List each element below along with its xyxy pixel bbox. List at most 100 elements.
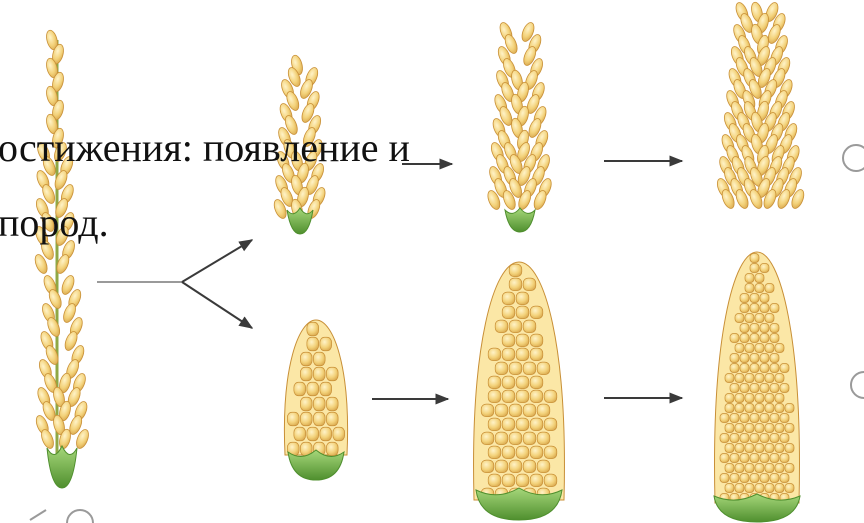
kernel bbox=[750, 304, 759, 313]
kernel bbox=[720, 454, 729, 463]
kernel bbox=[495, 404, 508, 417]
lower-small-cob bbox=[284, 320, 347, 480]
kernel bbox=[481, 432, 494, 445]
kernel bbox=[760, 324, 769, 333]
kernel bbox=[750, 294, 759, 303]
kernel bbox=[313, 352, 325, 366]
upper-middle-ear bbox=[485, 21, 553, 232]
kernel bbox=[775, 444, 784, 453]
kernel bbox=[516, 334, 529, 347]
kernel bbox=[750, 324, 759, 333]
kernel bbox=[740, 294, 749, 303]
kernel bbox=[530, 334, 543, 347]
kernel bbox=[740, 384, 749, 393]
kernel bbox=[765, 314, 774, 323]
kernel bbox=[770, 304, 779, 313]
kernel bbox=[523, 432, 536, 445]
kernel bbox=[488, 390, 501, 403]
kernel bbox=[750, 354, 759, 363]
kernel bbox=[488, 446, 501, 459]
kernel bbox=[740, 334, 749, 343]
kernel bbox=[516, 306, 529, 319]
kernel bbox=[765, 444, 774, 453]
kernel bbox=[537, 460, 550, 473]
kernel bbox=[495, 432, 508, 445]
kernel bbox=[745, 274, 754, 283]
kernel bbox=[740, 354, 749, 363]
teosinte-ear bbox=[33, 29, 91, 488]
kernel bbox=[740, 304, 749, 313]
kernel bbox=[725, 394, 734, 403]
kernel bbox=[770, 354, 779, 363]
kernel bbox=[307, 322, 319, 336]
kernel bbox=[537, 362, 550, 375]
kernel bbox=[765, 284, 774, 293]
kernel bbox=[745, 404, 754, 413]
kernel bbox=[775, 464, 784, 473]
kernel bbox=[760, 384, 769, 393]
kernel bbox=[523, 362, 536, 375]
kernel bbox=[495, 362, 508, 375]
kernel bbox=[750, 364, 759, 373]
kernel bbox=[765, 404, 774, 413]
kernel bbox=[735, 344, 744, 353]
kernel bbox=[750, 384, 759, 393]
kernel bbox=[730, 414, 739, 423]
kernel bbox=[750, 454, 759, 463]
kernel bbox=[516, 418, 529, 431]
kernel bbox=[502, 474, 515, 487]
kernel bbox=[537, 432, 550, 445]
kernel bbox=[530, 348, 543, 361]
kernel bbox=[755, 374, 764, 383]
kernel bbox=[775, 394, 784, 403]
kernel bbox=[740, 364, 749, 373]
kernel bbox=[770, 364, 779, 373]
kernel bbox=[755, 284, 764, 293]
kernel bbox=[516, 376, 529, 389]
kernel bbox=[307, 427, 319, 441]
kernel bbox=[502, 376, 515, 389]
kernel bbox=[730, 364, 739, 373]
kernel bbox=[516, 348, 529, 361]
kernel bbox=[770, 384, 779, 393]
kernel bbox=[755, 424, 764, 433]
kernel bbox=[509, 264, 522, 277]
kernel bbox=[516, 390, 529, 403]
kernel bbox=[509, 432, 522, 445]
kernel bbox=[730, 354, 739, 363]
kernel bbox=[755, 464, 764, 473]
kernel bbox=[320, 337, 332, 351]
kernel bbox=[294, 382, 306, 396]
kernel bbox=[780, 384, 789, 393]
kernel bbox=[745, 314, 754, 323]
kernel bbox=[537, 404, 550, 417]
kernel bbox=[530, 306, 543, 319]
kernel bbox=[523, 404, 536, 417]
circle-icon bbox=[851, 372, 864, 398]
kernel bbox=[300, 367, 312, 381]
kernel bbox=[320, 427, 332, 441]
kernel bbox=[502, 418, 515, 431]
kernel bbox=[785, 484, 794, 493]
kernel bbox=[313, 397, 325, 411]
kernel bbox=[770, 414, 779, 423]
kernel bbox=[735, 464, 744, 473]
kernel bbox=[760, 474, 769, 483]
kernel bbox=[765, 394, 774, 403]
kernel bbox=[765, 424, 774, 433]
kernel bbox=[730, 384, 739, 393]
kernel bbox=[740, 434, 749, 443]
kernel bbox=[488, 348, 501, 361]
kernel bbox=[770, 434, 779, 443]
kernel bbox=[725, 374, 734, 383]
kernel bbox=[509, 278, 522, 291]
kernel bbox=[740, 414, 749, 423]
kernel bbox=[755, 274, 764, 283]
kernel bbox=[307, 337, 319, 351]
kernel bbox=[523, 320, 536, 333]
kernel bbox=[775, 374, 784, 383]
kernel bbox=[775, 484, 784, 493]
caption-line-2: пород. bbox=[0, 201, 109, 245]
kernel bbox=[735, 314, 744, 323]
kernel bbox=[300, 352, 312, 366]
